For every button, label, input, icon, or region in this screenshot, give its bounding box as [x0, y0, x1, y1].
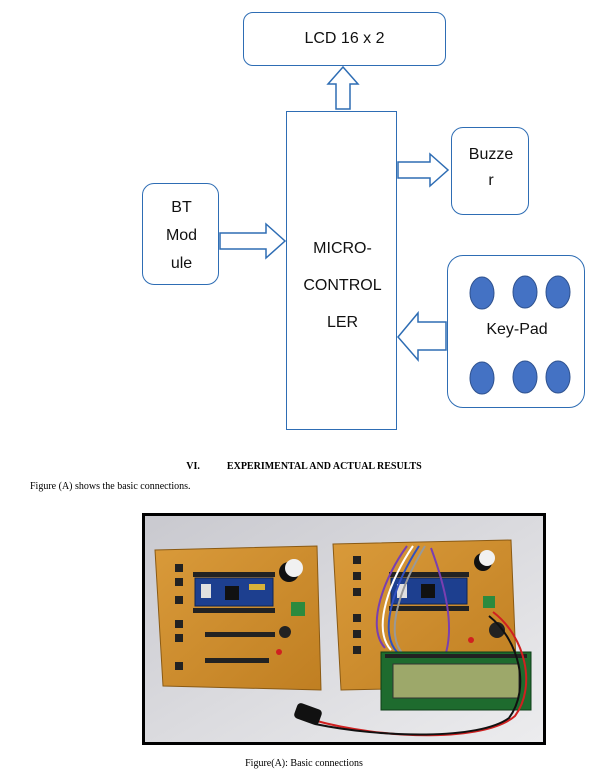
keypad-to-mcu-arrow	[397, 310, 447, 363]
circuit-photo-drawing	[145, 516, 543, 742]
key-1	[469, 276, 495, 310]
section-title: EXPERIMENTAL AND ACTUAL RESULTS	[226, 461, 422, 472]
mcu-label-line2: CONTROL	[303, 277, 382, 294]
bt-label-line1: BT	[171, 199, 192, 216]
buzzer-label-line2: r	[488, 172, 494, 189]
diagram-arrows	[219, 65, 450, 363]
mcu-to-lcd-arrow	[326, 65, 360, 110]
keypad-keys	[469, 275, 571, 395]
keypad-block: Key-Pad	[447, 255, 585, 408]
keypad-label: Key-Pad	[486, 321, 548, 338]
buzzer-block: Buzze r	[451, 127, 529, 215]
bt-label-line2: Mod	[165, 227, 198, 244]
bt-module-block: BT Mod ule	[142, 183, 219, 285]
mcu-label-line1: MICRO-	[313, 240, 372, 257]
microcontroller-block: MICRO- CONTROL LER	[286, 111, 397, 430]
mcu-label-line3: LER	[326, 314, 359, 331]
lcd-label: LCD 16 x 2	[304, 30, 385, 47]
key-3	[545, 275, 571, 309]
buzzer-label-line1: Buzze	[468, 146, 514, 163]
key-6	[545, 360, 571, 394]
mcu-to-buzzer-arrow	[397, 152, 450, 188]
figure-caption: Figure(A): Basic connections	[245, 758, 363, 769]
bt-to-mcu-arrow	[219, 222, 287, 260]
body-paragraph: Figure (A) shows the basic connections.	[30, 481, 191, 492]
section-number: VI.	[186, 461, 200, 472]
key-5	[512, 360, 538, 394]
key-4	[469, 361, 495, 395]
lcd-block: LCD 16 x 2	[243, 12, 446, 66]
circuit-photo	[142, 513, 546, 745]
bt-label-line3: ule	[170, 255, 193, 272]
section-heading: VI. EXPERIMENTAL AND ACTUAL RESULTS	[0, 461, 608, 472]
key-2	[512, 275, 538, 309]
